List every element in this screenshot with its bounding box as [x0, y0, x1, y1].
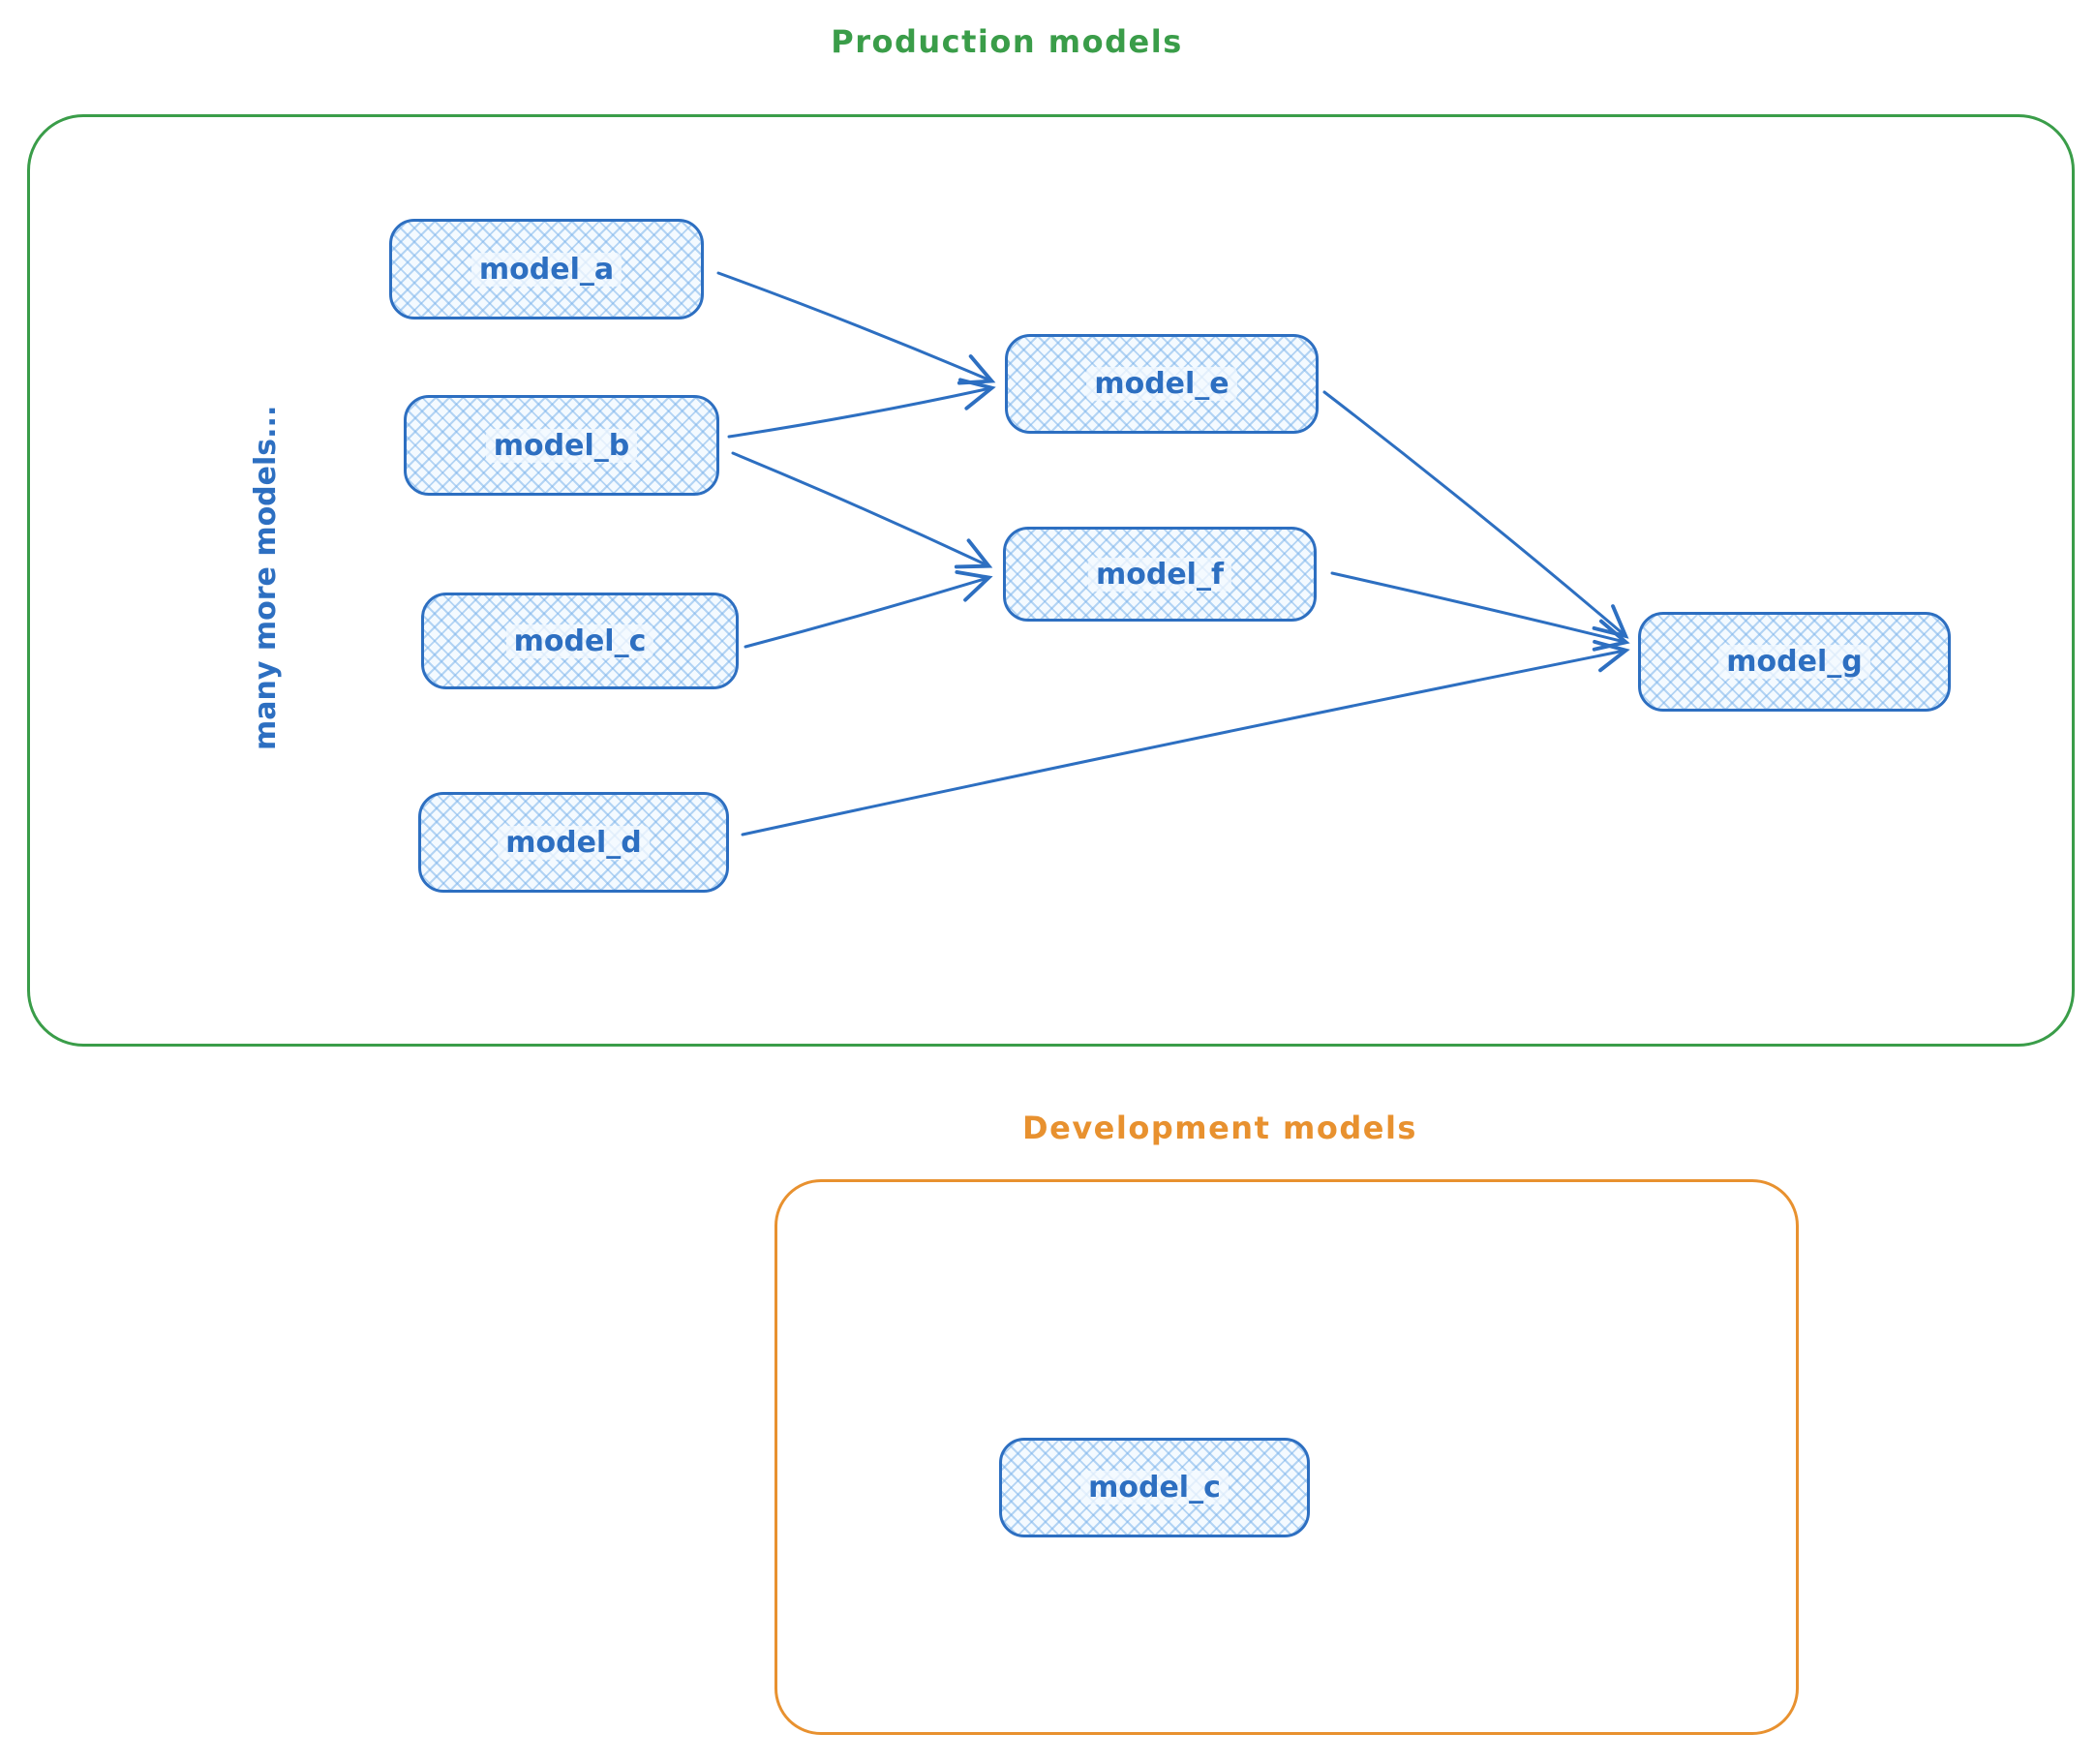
node-model_f: model_f: [1003, 527, 1317, 622]
node-model_e-label: model_e: [1086, 367, 1237, 401]
many-more-models-label: many more models...: [249, 405, 283, 750]
node-model_b-label: model_b: [485, 428, 638, 463]
development-group-title: Development models: [1022, 1110, 1417, 1146]
node-model_d-label: model_d: [498, 825, 650, 860]
node-model_f-label: model_f: [1087, 557, 1232, 592]
node-dev-model_c: model_c: [999, 1438, 1310, 1537]
node-model_e: model_e: [1005, 334, 1319, 434]
node-dev-model_c-label: model_c: [1080, 1471, 1229, 1505]
node-model_g: model_g: [1638, 612, 1951, 712]
production-group-title: Production models: [831, 23, 1183, 60]
development-group-frame: [774, 1179, 1799, 1735]
production-group-frame: [27, 114, 2075, 1047]
node-model_a: model_a: [389, 219, 704, 319]
node-model_c: model_c: [421, 593, 739, 689]
node-model_a-label: model_a: [471, 252, 622, 287]
node-model_b: model_b: [404, 395, 719, 496]
node-model_c-label: model_c: [505, 623, 654, 658]
node-model_g-label: model_g: [1718, 645, 1870, 679]
node-model_d: model_d: [418, 792, 729, 893]
